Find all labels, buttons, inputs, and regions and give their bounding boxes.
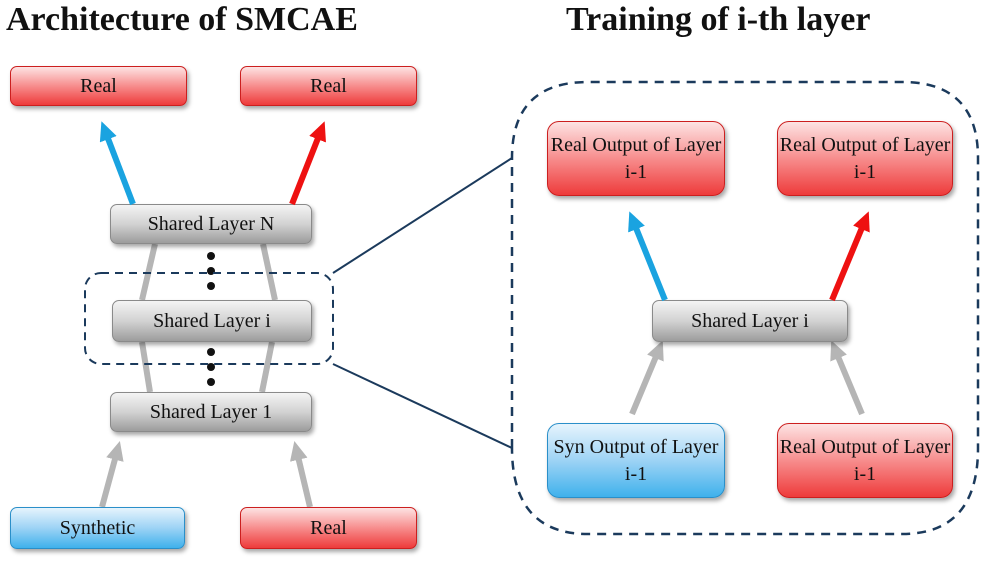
real-output-box-right: Real (240, 66, 417, 106)
real-output-box-left: Real (10, 66, 187, 106)
syn-input-to-layer-arrow (629, 340, 664, 416)
architecture-title: Architecture of SMCAE (6, 1, 358, 38)
shared-layer-n-box: Shared Layer N (110, 204, 312, 244)
real-input-box: Real (240, 507, 417, 549)
real-output-layer-prev-left: Real Output of Layer i-1 (547, 121, 725, 196)
zoom-line-bottom (332, 363, 513, 449)
training-shared-layer-i-box: Shared Layer i (652, 300, 848, 342)
training-title: Training of i-th layer (566, 1, 871, 38)
real-to-layer1-arrow (290, 440, 313, 508)
layer1-to-layeri-right-link (259, 341, 275, 393)
training-panel-outline (510, 80, 980, 536)
synthetic-to-layer1-arrow (99, 441, 124, 508)
layer-to-real-output-right-arrow (829, 211, 870, 302)
shared-layer-1-box: Shared Layer 1 (110, 392, 312, 432)
layer-i-highlight-outline (84, 272, 334, 365)
real-output-layer-prev-input-box: Real Output of Layer i-1 (777, 423, 953, 498)
layerN-to-real-right-arrow (289, 121, 326, 206)
layer-to-real-output-left-arrow (628, 211, 668, 302)
layerN-to-real-left-arrow (99, 121, 136, 206)
layer1-to-layeri-left-link (139, 341, 153, 393)
real-output-layer-prev-right: Real Output of Layer i-1 (777, 121, 953, 196)
real-input-to-layer-arrow (830, 340, 865, 416)
ellipsis-dots-lower (207, 348, 215, 386)
syn-output-layer-prev-box: Syn Output of Layer i-1 (547, 423, 725, 498)
shared-layer-i-box: Shared Layer i (112, 300, 312, 342)
zoom-line-top (332, 157, 513, 274)
synthetic-input-box: Synthetic (10, 507, 185, 549)
